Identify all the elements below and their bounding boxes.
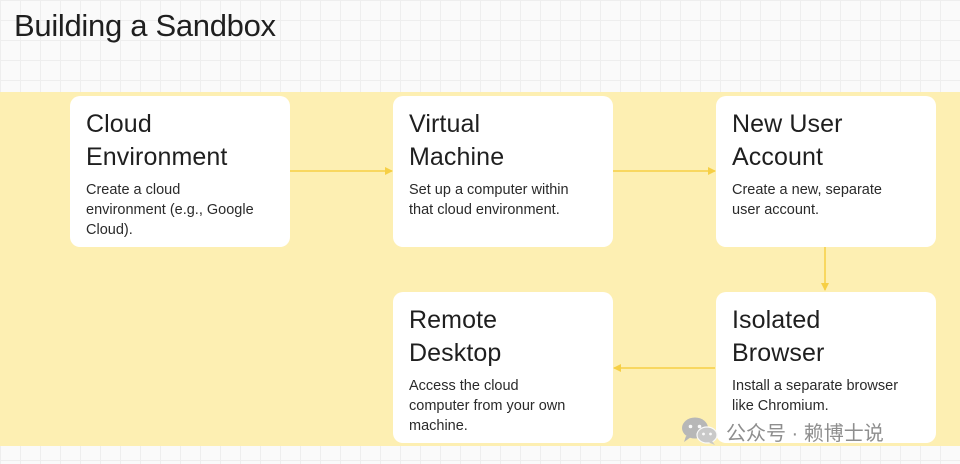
step-card-isolated-browser: Isolated Browser Install a separate brow… <box>716 292 936 443</box>
step-card-cloud-environment: Cloud Environment Create a cloud environ… <box>70 96 290 247</box>
step-title: Virtual Machine <box>409 110 505 171</box>
step-description: Install a separate browser like Chromium… <box>732 378 899 414</box>
step-title: Remote Desktop <box>409 306 502 367</box>
step-title: Isolated Browser <box>732 306 825 367</box>
step-description: Create a new, separate user account. <box>732 182 882 218</box>
step-title: Cloud Environment <box>86 110 228 171</box>
wechat-icon <box>682 417 718 445</box>
step-card-virtual-machine: Virtual Machine Set up a computer within… <box>393 96 613 247</box>
watermark: 公众号 · 赖博士说 <box>680 416 884 446</box>
page-title: Building a Sandbox <box>14 8 276 43</box>
step-title: New User Account <box>732 110 843 171</box>
step-description: Access the cloud computer from your own … <box>409 378 566 434</box>
step-description: Set up a computer within that cloud envi… <box>409 182 569 218</box>
step-card-remote-desktop: Remote Desktop Access the cloud computer… <box>393 292 613 443</box>
watermark-text: 公众号 · 赖博士说 <box>726 422 884 445</box>
step-card-new-user-account: New User Account Create a new, separate … <box>716 96 936 247</box>
step-description: Create a cloud environment (e.g., Google… <box>86 182 254 238</box>
